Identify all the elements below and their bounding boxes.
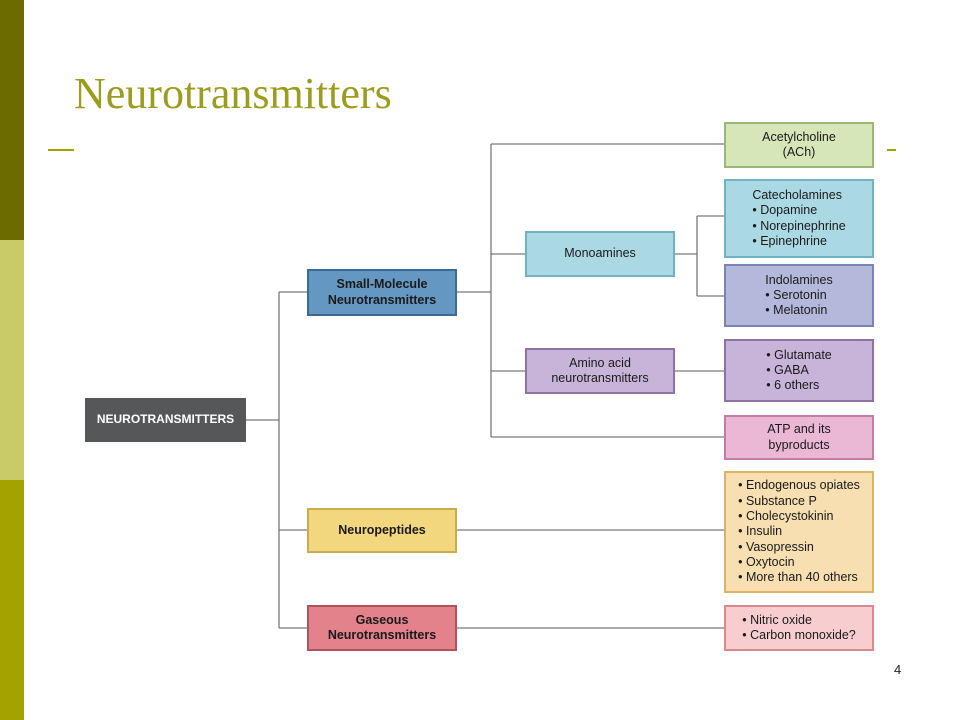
slide-title: Neurotransmitters — [74, 69, 392, 118]
list-item: Serotonin — [765, 288, 832, 303]
node-neurotransmitters: NEUROTRANSMITTERS — [85, 398, 246, 442]
list-item: Cholecystokinin — [738, 509, 860, 524]
node-neuropeptide-list: Endogenous opiates Substance P Cholecyst… — [724, 471, 874, 593]
node-small-molecule-line2: Neurotransmitters — [327, 292, 437, 307]
list-item: Dopamine — [752, 203, 845, 218]
node-gaseous-line1: Gaseous — [355, 612, 409, 627]
list-item: Epinephrine — [752, 234, 845, 249]
list-item: Vasopressin — [738, 540, 860, 555]
node-amino-acid-list: Glutamate GABA 6 others — [724, 339, 874, 402]
page-number: 4 — [894, 662, 902, 677]
sidebar-bar-top — [0, 0, 24, 240]
node-neurotransmitters-label: NEUROTRANSMITTERS — [96, 412, 235, 427]
node-amino-acid-line1: Amino acid — [569, 355, 631, 370]
node-atp-line1: ATP and its — [767, 422, 831, 437]
node-indolamines: Indolamines Serotonin Melatonin — [724, 264, 874, 327]
list-item: Insulin — [738, 524, 860, 539]
node-gaseous-line2: Neurotransmitters — [327, 628, 437, 642]
list-item: Substance P — [738, 494, 860, 509]
list-item: Nitric oxide — [742, 613, 855, 628]
node-indolamines-heading: Indolamines — [765, 272, 833, 287]
node-atp-line2: byproducts — [768, 437, 830, 452]
list-item: Norepinephrine — [752, 219, 845, 234]
node-catecholamines: Catecholamines Dopamine Norepinephrine E… — [724, 179, 874, 258]
node-acetylcholine: Acetylcholine (ACh) — [724, 122, 874, 168]
node-monoamines: Monoamines — [525, 231, 675, 277]
title-rule-right — [887, 149, 896, 151]
list-item: Glutamate — [766, 348, 832, 363]
sidebar-bar-bottom — [0, 480, 24, 720]
node-acetylcholine-line2: (ACh) — [782, 145, 816, 159]
list-item: Oxytocin — [738, 555, 860, 570]
list-item: GABA — [766, 363, 832, 378]
node-small-molecule: Small-Molecule Neurotransmitters — [307, 269, 457, 316]
list-item: Carbon monoxide? — [742, 628, 856, 643]
title-rule-left — [48, 149, 74, 151]
sidebar-bar-middle — [0, 240, 24, 480]
node-gaseous: Gaseous Neurotransmitters — [307, 605, 457, 651]
node-monoamines-label: Monoamines — [564, 246, 636, 261]
node-acetylcholine-line1: Acetylcholine — [762, 129, 836, 144]
list-item: Endogenous opiates — [738, 478, 860, 493]
list-item: Melatonin — [765, 303, 832, 318]
node-neuropeptides-label: Neuropeptides — [338, 522, 426, 537]
node-amino-acid-line2: neurotransmitters — [551, 371, 649, 385]
node-small-molecule-line1: Small-Molecule — [336, 277, 428, 292]
list-item: More than 40 others — [738, 570, 860, 585]
node-catecholamines-heading: Catecholamines — [752, 187, 842, 202]
node-neuropeptides: Neuropeptides — [307, 508, 457, 553]
list-item: 6 others — [766, 378, 832, 393]
node-amino-acid: Amino acid neurotransmitters — [525, 348, 675, 394]
node-atp: ATP and its byproducts — [724, 415, 874, 460]
node-gaseous-list: Nitric oxide Carbon monoxide? — [724, 605, 874, 651]
